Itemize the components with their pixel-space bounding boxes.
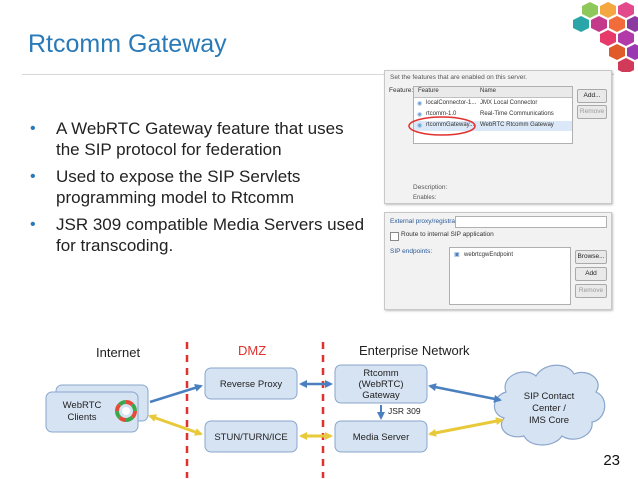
remove-endpoint-button[interactable]: Remove: [575, 284, 607, 298]
enables-label: Enables:: [413, 195, 437, 201]
hexagon-shape: [573, 16, 589, 32]
hexagon-shape: [618, 2, 634, 18]
proxy-label: External proxy/registrar:: [390, 218, 459, 225]
feature-radio-icon: ◉: [417, 123, 423, 129]
endpoint-name: webrtcgwEndpoint: [464, 252, 514, 258]
webrtc-logo-icon: [115, 400, 137, 422]
table-row[interactable]: ◉ rtcommGateway... WebRTC Rtcomm Gateway: [414, 121, 572, 131]
bullet-text: JSR 309 compatible Media Servers used fo…: [56, 215, 365, 255]
sip-contact-line: IMS Core: [529, 415, 569, 426]
hexagon-shape: [600, 30, 616, 46]
highlight-ellipse: [408, 116, 476, 136]
hexagon-shape: [609, 44, 625, 60]
bullet-list: • A WebRTC Gateway feature that uses the …: [28, 118, 368, 262]
slide-title: Rtcomm Gateway: [28, 30, 227, 58]
rtcomm-gateway-line: Rtcomm: [363, 368, 398, 379]
add-endpoint-button[interactable]: Add: [575, 267, 607, 281]
feature-radio-icon: ◉: [417, 101, 423, 107]
route-checkbox[interactable]: [390, 232, 399, 241]
decorative-hexagons: [573, 2, 638, 72]
features-header: Set the features that are enabled on thi…: [390, 74, 527, 81]
rtcomm-gateway-line: (WebRTC): [358, 379, 403, 390]
features-label: Feature:: [389, 87, 414, 94]
bullet-text: A WebRTC Gateway feature that uses the S…: [56, 119, 344, 159]
endpoint-icon: ▣: [454, 252, 460, 258]
remove-feature-button[interactable]: Remove: [577, 105, 607, 119]
endpoints-label: SIP endpoints:: [390, 248, 433, 255]
bullet-dot-icon: •: [30, 168, 36, 185]
hexagon-shape: [627, 44, 638, 60]
proxy-input[interactable]: [455, 216, 607, 228]
jsr-label: JSR 309: [388, 406, 421, 416]
description-label: Description:: [413, 184, 448, 191]
bullet-item: • Used to expose the SIP Servlets program…: [28, 166, 368, 208]
column-header: Name: [480, 88, 497, 94]
endpoints-list: ▣ webrtcgwEndpoint: [449, 247, 571, 305]
webrtc-clients-box: [45, 391, 139, 433]
feature-cell: rtcommGateway...: [426, 122, 475, 128]
route-checkbox-label: Route to internal SIP application: [401, 231, 494, 238]
column-header: Feature: [418, 88, 439, 94]
webrtc-clients-line: Clients: [67, 412, 96, 423]
hexagon-shape: [591, 16, 607, 32]
hexagon-shape: [618, 30, 634, 46]
hexagon-shape: [582, 2, 598, 18]
sip-contact-line: SIP Contact: [524, 391, 575, 402]
table-row[interactable]: ◉ rtcomm-1.0 Real-Time Communications: [414, 110, 572, 120]
hexagon-shape: [618, 58, 634, 72]
page-number: 23: [603, 452, 620, 469]
zone-label-enterprise: Enterprise Network: [359, 343, 470, 358]
client-to-stun-arrow: [148, 414, 203, 436]
media-server-box: [334, 420, 428, 453]
hexagon-shape: [627, 16, 638, 32]
architecture-diagram: Internet DMZ Enterprise Network WebRTC C…: [45, 342, 606, 478]
table-header: Feature Name: [414, 87, 572, 98]
zone-label-internet: Internet: [96, 345, 140, 360]
webrtc-clients-line: WebRTC: [63, 400, 102, 411]
feature-radio-icon: ◉: [417, 112, 423, 118]
stun-box: [204, 420, 298, 453]
rtcomm-gateway-box: [334, 364, 428, 404]
media-to-sip-arrow: [428, 417, 504, 437]
hexagon-shape: [600, 2, 616, 18]
stun-label: STUN/TURN/ICE: [214, 432, 287, 443]
browse-button[interactable]: Browse...: [575, 250, 607, 264]
table-row[interactable]: ◉ localConnector-1... JMX Local Connecto…: [414, 99, 572, 109]
list-item[interactable]: ▣ webrtcgwEndpoint: [450, 251, 570, 261]
name-cell: Real-Time Communications: [480, 111, 554, 117]
title-divider: [22, 74, 614, 75]
feature-cell: rtcomm-1.0: [426, 111, 457, 117]
bullet-dot-icon: •: [30, 216, 36, 233]
reverse-proxy-box: [204, 367, 298, 400]
bullet-item: • JSR 309 compatible Media Servers used f…: [28, 214, 368, 256]
gateway-to-sip-arrow: [428, 383, 502, 403]
features-panel: Set the features that are enabled on thi…: [384, 70, 612, 204]
sip-contact-line: Center /: [532, 403, 566, 414]
client-to-proxy-arrow: [149, 383, 203, 404]
rtcomm-gateway-line: Gateway: [362, 390, 400, 401]
name-cell: WebRTC Rtcomm Gateway: [480, 122, 554, 128]
bullet-text: Used to expose the SIP Servlets programm…: [56, 167, 301, 207]
bullet-dot-icon: •: [30, 120, 36, 137]
feature-cell: localConnector-1...: [426, 100, 477, 106]
hexagon-shape: [609, 16, 625, 32]
add-feature-button[interactable]: Add...: [577, 89, 607, 103]
media-server-label: Media Server: [353, 432, 410, 443]
zone-label-dmz: DMZ: [238, 343, 266, 358]
sip-endpoint-panel: External proxy/registrar: Route to inter…: [384, 212, 612, 310]
reverse-proxy-label: Reverse Proxy: [220, 379, 283, 390]
bullet-item: • A WebRTC Gateway feature that uses the …: [28, 118, 368, 160]
name-cell: JMX Local Connector: [480, 100, 538, 106]
